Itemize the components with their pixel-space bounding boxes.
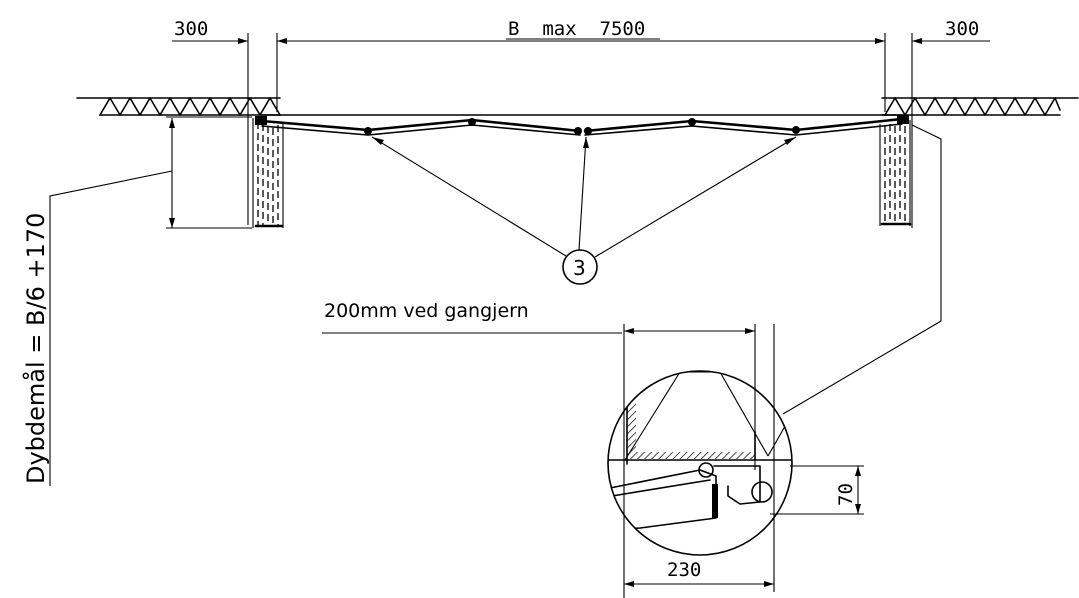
detail-magnified-view — [607, 370, 793, 556]
detail-dimension-lines — [623, 324, 864, 598]
callout-number: 3 — [573, 256, 586, 280]
depth-formula-label: Dybdemål = B/6 +170 — [21, 213, 50, 484]
ground-line — [76, 97, 1079, 116]
detail-height-label: 70 — [835, 483, 857, 506]
top-dimension-group — [172, 33, 990, 228]
detail-width-label: 230 — [667, 559, 701, 581]
callout-leaders — [371, 136, 797, 258]
folding-door-panels — [255, 115, 909, 136]
left-panel-stack — [252, 118, 284, 228]
width-label: B max 7500 — [508, 18, 645, 40]
hinge-note-label: 200mm ved gangjern — [324, 300, 529, 322]
depth-dimension — [49, 116, 252, 486]
callout-circle — [562, 249, 598, 285]
left-margin-label: 300 — [174, 18, 208, 40]
right-panel-stack — [879, 120, 912, 226]
right-margin-label: 300 — [945, 18, 979, 40]
detail-leader — [782, 124, 942, 415]
